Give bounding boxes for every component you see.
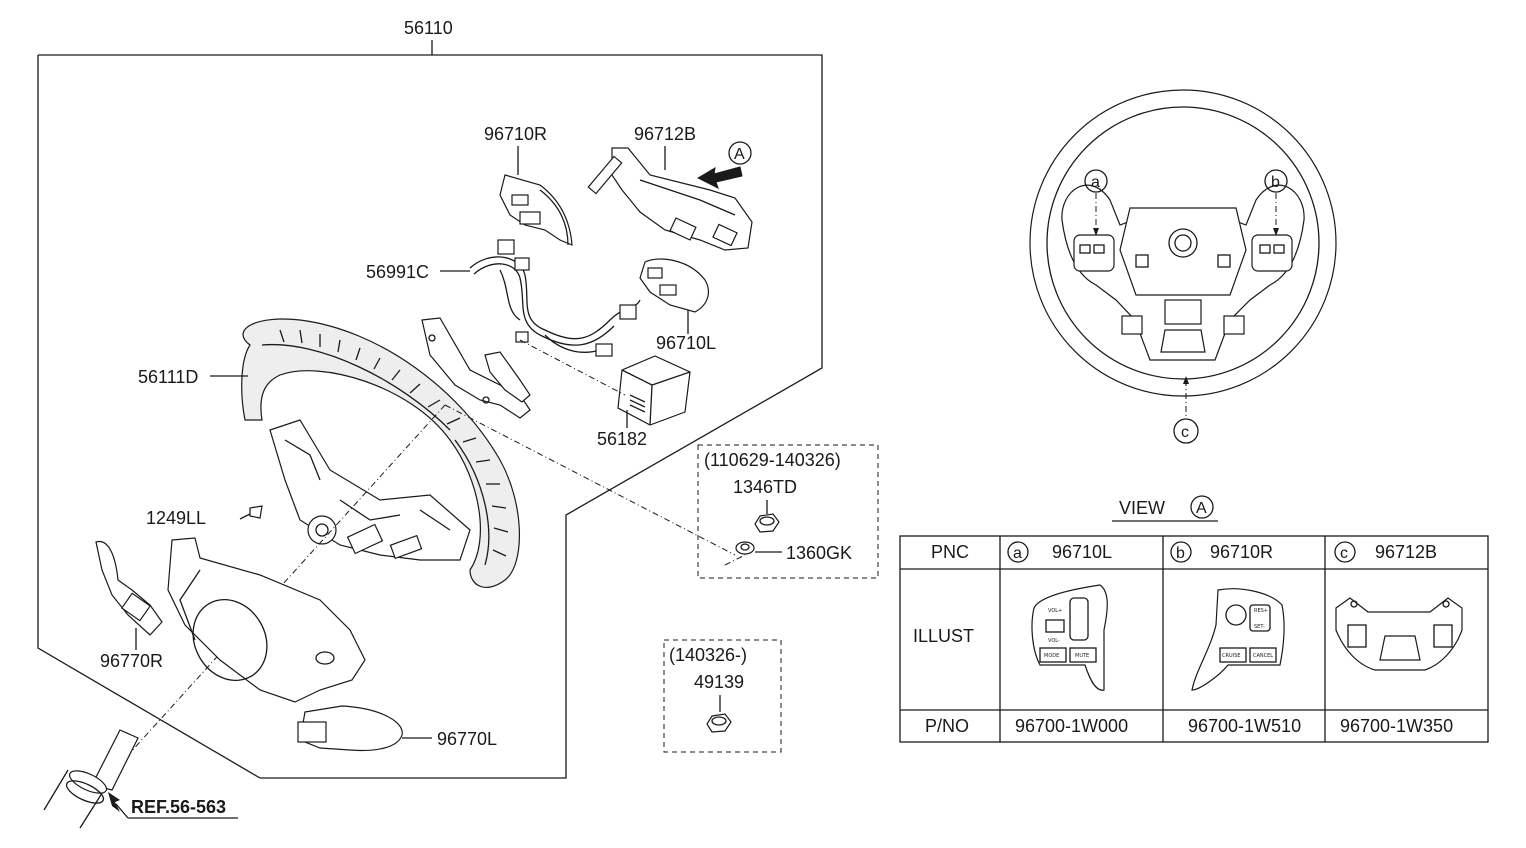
nut-49139 bbox=[706, 713, 732, 733]
paddle-bracket bbox=[421, 317, 531, 419]
callout-49139: 49139 bbox=[694, 672, 744, 692]
illust-a-mode: MODE bbox=[1044, 653, 1059, 659]
view-marker-a: A bbox=[734, 146, 745, 163]
date-box-1 bbox=[697, 444, 879, 579]
row-label-pnc: PNC bbox=[931, 542, 969, 562]
callout-56182: 56182 bbox=[597, 429, 647, 449]
switch-96710R bbox=[499, 174, 573, 246]
view-table-title-marker: A bbox=[1196, 500, 1207, 517]
col-c-pno: 96700-1W350 bbox=[1340, 716, 1453, 736]
switch-96710L bbox=[639, 258, 709, 313]
view-table-grid bbox=[899, 535, 1489, 743]
lower-cover bbox=[167, 537, 366, 703]
col-b-pno: 96700-1W510 bbox=[1188, 716, 1301, 736]
bezel-96712B bbox=[587, 147, 753, 251]
row-label-pno: P/NO bbox=[925, 716, 969, 736]
marker-b-circle bbox=[1264, 169, 1288, 193]
nut-1360GK bbox=[735, 541, 755, 555]
wheel-front-view bbox=[1029, 89, 1337, 397]
paddle-96770R bbox=[95, 541, 163, 636]
callout-1249LL: 1249LL bbox=[146, 508, 206, 528]
marker-c-circle bbox=[1173, 418, 1199, 444]
illust-b-set: SET- bbox=[1254, 624, 1265, 630]
row-label-illust: ILLUST bbox=[913, 626, 974, 646]
col-b-marker: b bbox=[1176, 545, 1185, 562]
callout-96710L: 96710L bbox=[656, 333, 716, 353]
screw-1249LL bbox=[239, 505, 263, 520]
illust-a-mute: MUTE bbox=[1075, 653, 1089, 659]
callout-56991C: 56991C bbox=[366, 262, 429, 282]
col-c-marker: c bbox=[1340, 545, 1348, 562]
illust-switch-96710L: VOL+ VOL- MODE MUTE bbox=[1031, 584, 1108, 691]
ref-arrow bbox=[108, 792, 238, 819]
view-arrow bbox=[696, 141, 752, 189]
col-b-pnc: 96710R bbox=[1210, 542, 1273, 562]
col-a-marker: a bbox=[1013, 545, 1022, 562]
date-box-1-label: (110629-140326) bbox=[704, 450, 841, 470]
date-box-2 bbox=[663, 639, 782, 753]
illust-b-cruise: CRUISE bbox=[1222, 653, 1240, 659]
marker-b: b bbox=[1271, 174, 1280, 191]
col-a-pnc: 96710L bbox=[1052, 542, 1112, 562]
callout-96710R: 96710R bbox=[484, 124, 547, 144]
callout-1346TD: 1346TD bbox=[733, 477, 797, 497]
ref-label: REF.56-563 bbox=[131, 797, 226, 817]
illust-b-res: RES+ bbox=[1254, 608, 1268, 614]
callout-56111D: 56111D bbox=[138, 367, 198, 387]
marker-a: a bbox=[1091, 174, 1100, 191]
view-table-title: VIEW bbox=[1119, 498, 1165, 518]
illust-bezel-96712B bbox=[1335, 597, 1463, 671]
clock-spring-56182 bbox=[617, 355, 691, 426]
callout-96770L: 96770L bbox=[437, 729, 497, 749]
callout-1360GK: 1360GK bbox=[786, 543, 852, 563]
nut-1346TD bbox=[754, 513, 780, 533]
marker-a-circle bbox=[1084, 169, 1108, 193]
illust-b-cancel: CANCEL bbox=[1253, 653, 1273, 659]
marker-c: c bbox=[1181, 424, 1189, 441]
callout-96712B: 96712B bbox=[634, 124, 696, 144]
col-c-pnc: 96712B bbox=[1375, 542, 1437, 562]
illust-switch-96710R: RES+ SET- CRUISE CANCEL bbox=[1191, 588, 1285, 691]
date-box-2-label: (140326-) bbox=[669, 645, 747, 665]
col-a-pno: 96700-1W000 bbox=[1015, 716, 1128, 736]
wiring-harness-56991C bbox=[469, 239, 641, 357]
illust-a-volup: VOL+ bbox=[1048, 608, 1062, 614]
assembly-outline bbox=[37, 40, 823, 779]
callout-56110: 56110 bbox=[404, 18, 453, 38]
steering-shaft bbox=[43, 729, 139, 829]
steering-wheel-56111D bbox=[241, 318, 520, 588]
callout-96770R: 96770R bbox=[100, 651, 163, 671]
paddle-96770L bbox=[297, 705, 403, 752]
illust-a-voldn: VOL- bbox=[1048, 638, 1060, 644]
